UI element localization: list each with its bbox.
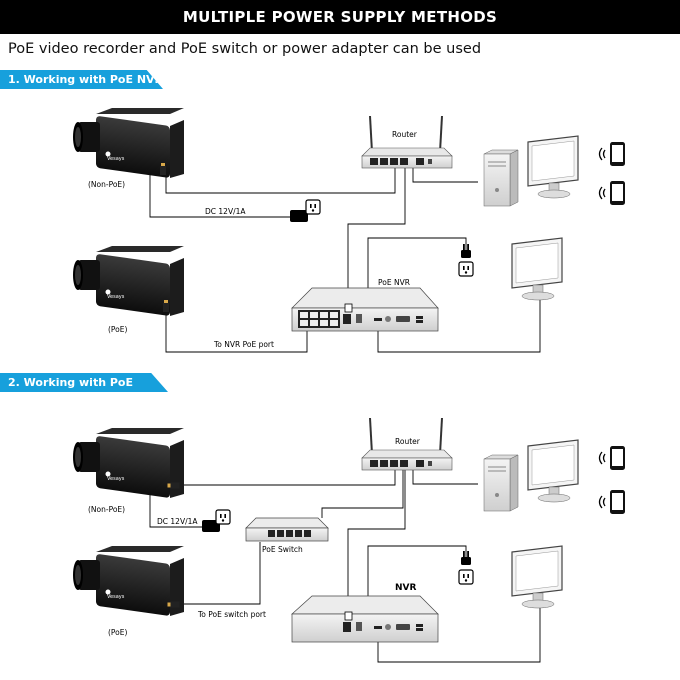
power-adapter-icon <box>290 199 321 222</box>
power-label: DC 12V/1A <box>157 517 198 526</box>
monitor-icon <box>511 545 563 609</box>
cable-label: To PoE switch port <box>198 610 266 619</box>
phone-android-icon <box>598 490 625 514</box>
section2-title: 2. Working with PoE Switch <box>0 373 168 392</box>
cable-label: To NVR PoE port <box>214 340 274 349</box>
camera-nonpoe-label: (Non-PoE) <box>88 180 126 189</box>
phone-apple-icon <box>598 446 625 470</box>
outlet-icon <box>458 569 474 585</box>
pc-tower-icon <box>483 454 519 512</box>
brand-logo: Vesays <box>107 594 125 600</box>
nvr-label: NVR <box>395 583 417 593</box>
power-adapter-icon <box>202 509 231 532</box>
nvr-label: PoE NVR <box>378 278 410 287</box>
poe-switch-icon <box>245 517 329 542</box>
brand-logo: Vesays <box>107 476 125 482</box>
switch-label: PoE Switch <box>262 545 303 554</box>
monitor-icon <box>527 439 579 503</box>
monitor-icon <box>511 237 563 301</box>
camera-icon <box>73 546 184 617</box>
camera-poe-label: (PoE) <box>108 325 128 334</box>
brand-logo: Vesays <box>107 294 125 300</box>
outlet-icon <box>458 261 474 277</box>
camera-poe-label: (PoE) <box>108 628 128 637</box>
nvr-icon <box>291 287 439 332</box>
intro-text: PoE video recorder and PoE switch or pow… <box>8 41 482 57</box>
camera-icon <box>73 428 184 499</box>
brand-logo: Vesays <box>107 156 125 162</box>
router-label: Router <box>395 437 420 446</box>
power-label: DC 12V/1A <box>205 207 246 216</box>
phone-apple-icon <box>598 142 625 166</box>
router-icon <box>361 115 453 169</box>
page-header: MULTIPLE POWER SUPPLY METHODS <box>0 0 680 34</box>
monitor-icon <box>527 135 579 199</box>
camera-nonpoe-label: (Non-PoE) <box>88 505 126 514</box>
phone-android-icon <box>598 181 625 205</box>
camera-icon <box>73 108 184 179</box>
router-label: Router <box>392 130 417 139</box>
pc-tower-icon <box>483 149 519 207</box>
section1-title: 1. Working with PoE NVR <box>0 70 163 89</box>
nvr-icon <box>291 595 439 643</box>
